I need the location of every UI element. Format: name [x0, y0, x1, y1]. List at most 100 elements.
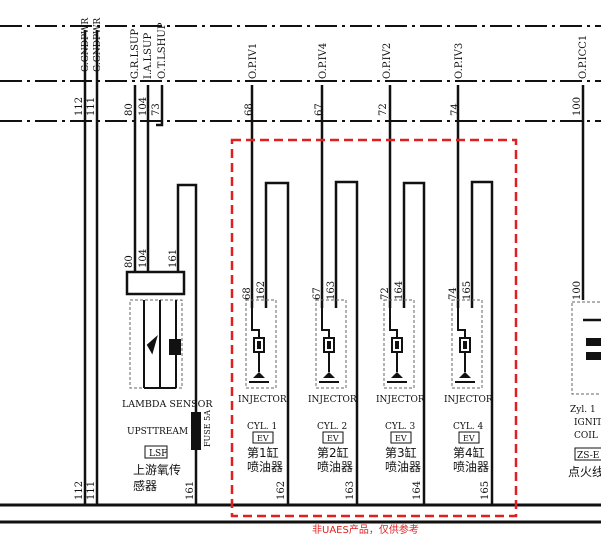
sensor-pin-80: 80 [124, 255, 135, 268]
highlight-box [230, 138, 518, 518]
injector-3-lead [389, 308, 398, 338]
injector-2-code-box [322, 431, 344, 444]
injector-4-bottom-pin: 165 [480, 481, 491, 500]
signal-iv4: O.P.IV4 [318, 43, 329, 79]
top-rails [0, 25, 601, 122]
injector-1-nozzle [253, 372, 265, 378]
injector-2-core [327, 341, 331, 349]
sensor-cn-2: 感器 [133, 478, 157, 493]
injector-4-cn-1: 第4缸 [453, 445, 485, 460]
injector-4-lead [457, 308, 466, 338]
injector-1-cyl: CYL. 1 [247, 422, 277, 432]
pin-72-top: 72 [378, 103, 389, 116]
sensor-pin-104: 104 [138, 249, 149, 268]
fuse-label: FUSE 5A [203, 410, 212, 447]
sensor-position: UPSTTREAM [127, 427, 188, 437]
injector-2-bottom-pin: 163 [345, 481, 356, 500]
ignition-code-box [574, 447, 601, 461]
signal-g-gnd2: G.GNDPWR [93, 18, 103, 72]
injector-4-code: EV [463, 434, 475, 443]
pin-73-top: 73 [151, 103, 162, 116]
injector-2-cn-1: 第2缸 [317, 445, 349, 460]
sensor-name: LAMBDA SENSOR [122, 399, 213, 410]
wire-161 [176, 183, 198, 505]
pin-111-top: 111 [86, 97, 97, 116]
injector-1-lead [251, 308, 260, 338]
injector-1-supply-wire [264, 181, 290, 505]
pin-104-top: 104 [138, 97, 149, 116]
injector-3-code-box [390, 431, 412, 444]
injector-4-pin-a: 74 [448, 287, 459, 300]
pin-100-top: 100 [572, 97, 583, 116]
injector-1-code-box [252, 431, 274, 444]
pin-161-bottom: 161 [185, 481, 196, 500]
injector-3-cn-1: 第3缸 [385, 445, 417, 460]
injector-3-core [395, 341, 399, 349]
injector-2-supply-wire [334, 180, 359, 505]
signal-lsup-a: I.A.LSUP [143, 33, 154, 79]
fuse [191, 412, 201, 450]
signal-g-gnd1: G.GNDPWR [81, 18, 91, 72]
ignition-coil-body [571, 301, 601, 395]
injector-3-body [383, 299, 415, 389]
injector-2-pin-b: 163 [326, 281, 337, 300]
injector-2-body [315, 299, 347, 389]
sensor-pin-161: 161 [168, 249, 179, 268]
injector-2-code: EV [327, 434, 339, 443]
injector-1-pin-a: 68 [242, 287, 253, 300]
wire-73-end [156, 120, 164, 127]
pin-112-bottom: 112 [74, 481, 85, 500]
pin-112-top: 112 [74, 97, 85, 116]
signal-lsup-heat: O.T.LSHUP [157, 22, 168, 79]
pin-80-top: 80 [124, 103, 135, 116]
injector-4-code-box [458, 431, 480, 444]
injector-2-cyl: CYL. 2 [317, 422, 347, 432]
injector-2-type: INJECTOR [308, 395, 357, 405]
injector-1-type: INJECTOR [238, 395, 287, 405]
injector-3-bottom-pin: 164 [412, 481, 423, 500]
injector-4-core [463, 341, 467, 349]
injector-2-nozzle [323, 372, 335, 378]
sensor-code: LSF [149, 449, 167, 459]
pin-68-top: 68 [244, 103, 255, 116]
ignition-label-3: COIL [574, 431, 598, 441]
injector-4-type: INJECTOR [444, 395, 493, 405]
pin-74-top: 74 [450, 103, 461, 116]
sensor-connector [125, 270, 186, 296]
sensor-code-box [144, 445, 168, 459]
injector-1-code: EV [257, 434, 269, 443]
pin-111-bottom: 111 [86, 481, 97, 500]
injector-4-cyl: CYL. 4 [453, 422, 484, 432]
injector-1-cn-2: 喷油器 [247, 460, 283, 474]
injector-4-cn-2: 喷油器 [453, 460, 489, 474]
injector-1-core [257, 341, 261, 349]
injector-1-pin-b: 162 [256, 281, 267, 300]
injector-3-nozzle [391, 372, 403, 378]
injector-3-type: INJECTOR [376, 395, 425, 405]
injector-1-bottom-pin: 162 [276, 481, 287, 500]
injector-2-pin-a: 67 [312, 287, 323, 300]
injector-3-pin-a: 72 [380, 287, 391, 300]
signal-icc: O.P.ICC1 [578, 35, 589, 79]
sensor-cn-1: 上游氧传 [133, 462, 181, 477]
injector-2-cn-2: 喷油器 [317, 460, 353, 474]
ignition-label-2: IGNIT [574, 418, 601, 428]
ignition-code: ZS-E [577, 451, 599, 461]
ignition-cn: 点火线 [568, 465, 601, 479]
injector-4-nozzle [459, 372, 471, 378]
injector-3-cyl: CYL. 3 [385, 422, 416, 432]
injector-3-code: EV [395, 434, 407, 443]
ignition-label-1: Zyl. 1 [570, 405, 596, 415]
injector-4-supply-wire [470, 180, 494, 505]
signal-lsup-h: G.R.LSUP [130, 29, 141, 79]
injector-4-pin-b: 165 [462, 281, 473, 300]
footer-note: 非UAES产品，仅供参考 [312, 523, 419, 536]
injector-3-cn-2: 喷油器 [385, 460, 421, 474]
sensor-symbol [143, 300, 181, 389]
